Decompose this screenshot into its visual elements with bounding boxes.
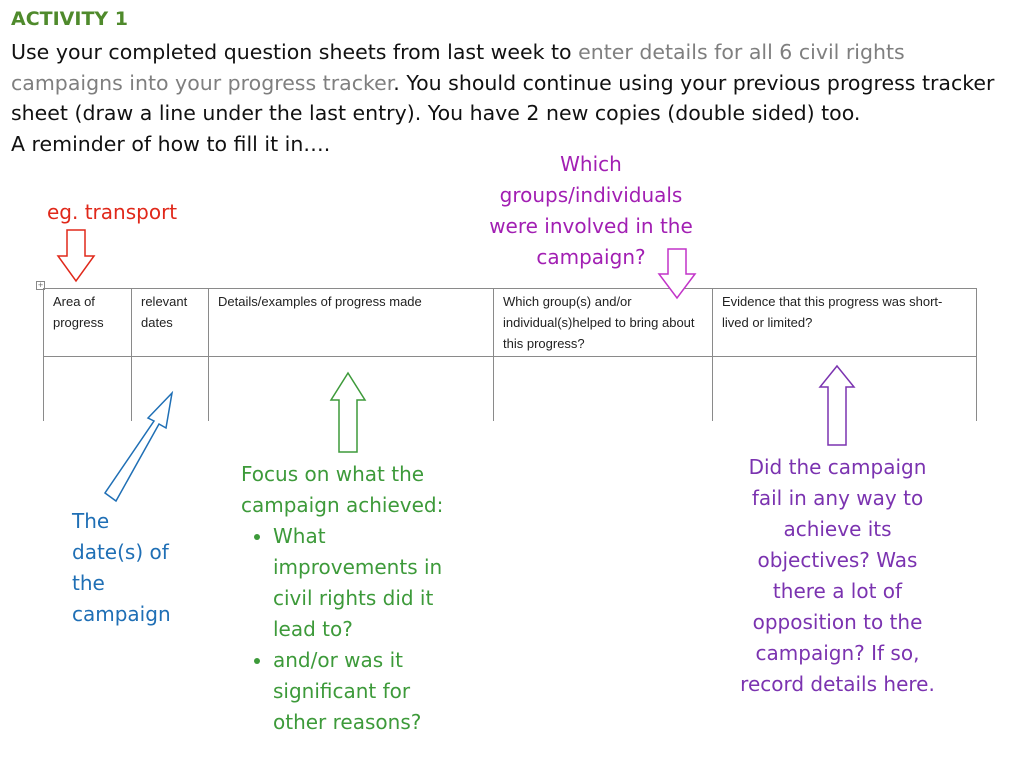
table-cell[interactable] xyxy=(131,356,209,421)
details-callout: Focus on what the campaign achieved: Wha… xyxy=(241,459,456,738)
table-cell[interactable] xyxy=(493,356,713,421)
instructions-part-2: . You should continue using your previou… xyxy=(11,70,995,126)
header-details: Details/examples of progress made xyxy=(208,288,494,357)
table-row xyxy=(43,356,977,421)
header-evidence: Evidence that this progress was short-li… xyxy=(712,288,977,357)
move-handle-icon[interactable]: + xyxy=(36,281,45,290)
diagonal-arrow-icon xyxy=(103,390,174,503)
list-item: and/or was it significant for other reas… xyxy=(273,645,456,738)
table-header-row: Area of progress relevant dates Details/… xyxy=(43,288,977,357)
header-groups: Which group(s) and/or individual(s)helpe… xyxy=(493,288,713,357)
example-callout: eg. transport xyxy=(47,200,178,224)
details-callout-title: Focus on what the campaign achieved: xyxy=(241,462,444,517)
instructions-part-1: Use your completed question sheets from … xyxy=(11,40,579,64)
reminder-text: A reminder of how to fill it in…. xyxy=(11,131,331,156)
progress-tracker-table: Area of progress relevant dates Details/… xyxy=(43,288,977,421)
up-arrow-icon xyxy=(329,371,367,453)
up-arrow-icon xyxy=(818,364,856,446)
down-arrow-icon xyxy=(657,248,697,300)
header-area-of-progress: Area of progress xyxy=(43,288,132,357)
activity-heading: ACTIVITY 1 xyxy=(11,8,129,30)
header-relevant-dates: relevant dates xyxy=(131,288,209,357)
list-item: What improvements in civil rights did it… xyxy=(273,521,456,645)
down-arrow-icon xyxy=(56,229,96,283)
instructions-highlight: enter details for all 6 civil rights cam… xyxy=(11,40,905,95)
dates-callout: The date(s) of the campaign xyxy=(72,509,171,626)
details-bullet-list: What improvements in civil rights did it… xyxy=(241,521,456,738)
evidence-callout: Did the campaign fail in any way to achi… xyxy=(740,455,935,696)
groups-callout: Which groups/individuals were involved i… xyxy=(489,152,693,269)
instructions-text: Use your completed question sheets from … xyxy=(11,37,1011,159)
